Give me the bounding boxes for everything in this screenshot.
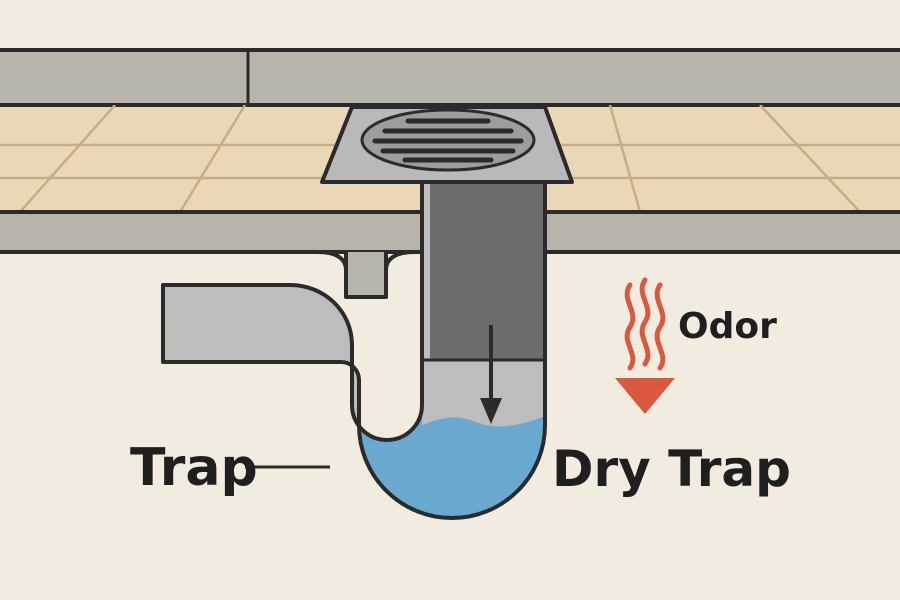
odor-label: Odor [678,306,777,347]
dry-pipe-section [430,180,545,360]
floor-drain-grate-icon [320,105,574,184]
vent-stub [317,250,415,299]
dry-trap-label: Dry Trap [552,440,791,498]
odor-down-arrow-icon [615,378,675,414]
trap-label: Trap [130,438,258,498]
odor-wave-icon [624,277,666,371]
flow-down-arrow-icon [480,325,502,424]
